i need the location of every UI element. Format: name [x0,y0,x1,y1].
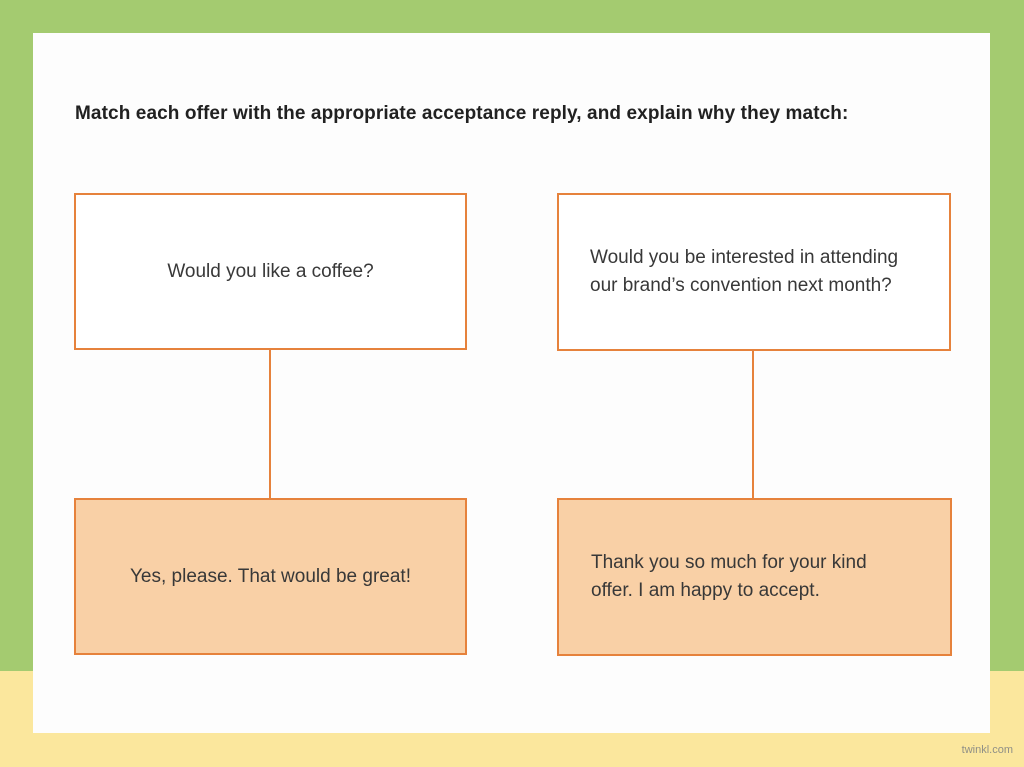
offer-card-coffee-text: Would you like a coffee? [167,260,374,282]
twinkl-watermark: twinkl.com [961,744,1013,756]
reply-card-yes-please-text: Yes, please. That would be great! [130,565,411,587]
match-connector-right [752,351,754,498]
offer-card-coffee[interactable]: Would you like a coffee? [74,193,467,350]
offer-card-convention-text: Would you be interested in attending our… [590,247,899,296]
slide-title: Match each offer with the appropriate ac… [75,103,849,124]
reply-card-yes-please[interactable]: Yes, please. That would be great! [74,498,467,655]
reply-card-thank-you-text: Thank you so much for your kind offer. I… [591,552,867,601]
reply-card-thank-you[interactable]: Thank you so much for your kind offer. I… [557,498,952,656]
offer-card-convention[interactable]: Would you be interested in attending our… [557,193,951,351]
match-connector-left [269,350,271,498]
